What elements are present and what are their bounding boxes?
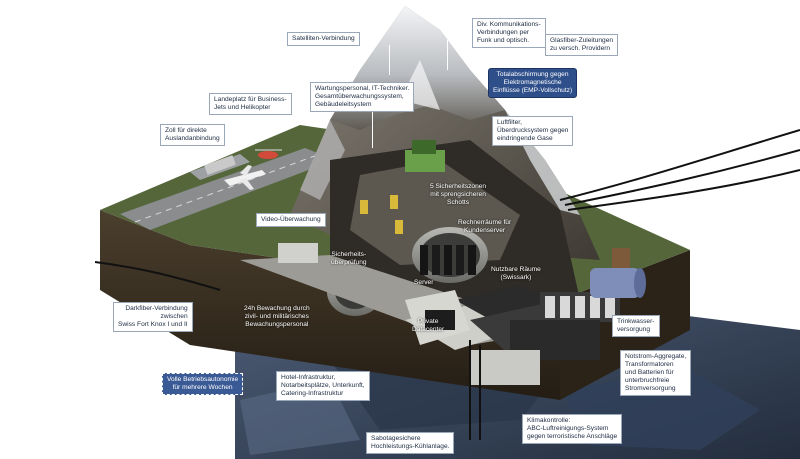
jet-icon bbox=[224, 165, 266, 190]
cutaway-interior bbox=[240, 140, 600, 355]
label-server: Server bbox=[414, 279, 434, 286]
label-security-check: Sicherheits- überprüfung bbox=[331, 251, 367, 266]
label-landing: Landeplatz für Business- Jets und Heliko… bbox=[209, 93, 292, 115]
runway bbox=[120, 148, 335, 230]
label-darkfiber: Darkfiber-Verbindung zwischen Swiss Fort… bbox=[113, 302, 193, 332]
label-usable-rooms: Nutzbare Räume (Swissark) bbox=[491, 266, 541, 281]
label-computer-rooms: Rechnerräume für Kundenserver bbox=[458, 219, 512, 234]
label-water: Trinkwasser- versorgung bbox=[612, 315, 660, 337]
label-communications: Div. Kommunikations- Verbindungen per Fu… bbox=[472, 18, 546, 48]
label-glassfiber: Glasfiber-Zuleitungen zu versch. Provide… bbox=[545, 34, 619, 56]
connector-line bbox=[389, 45, 390, 75]
fiber-cables bbox=[94, 129, 800, 440]
label-hotel: Hotel-Infrastruktur, Notarbeitsplätze, U… bbox=[276, 371, 370, 401]
connector-line bbox=[372, 108, 373, 148]
label-airfilter: Luftfilter, Überdrucksystem gegen eindri… bbox=[492, 116, 574, 146]
label-security-zones: 5 Sicherheitszonen mit sprengsicheren Sc… bbox=[430, 183, 487, 206]
label-private-dc: Private Datacenter bbox=[412, 318, 445, 333]
label-cooling: Sabotagesichere Hochleistungs-Kühlanlage… bbox=[366, 432, 455, 454]
helicopter-icon bbox=[255, 149, 282, 159]
water-tank bbox=[590, 248, 646, 298]
label-power: Notstrom-Aggregate, Transformatoren und … bbox=[620, 350, 692, 396]
label-emp-shield: Totalabschirmung gegen Elektromagnetisch… bbox=[488, 68, 578, 98]
generators bbox=[470, 292, 620, 385]
label-guard: 24h Bewachung durch zivil- und militäris… bbox=[244, 305, 310, 328]
label-customs: Zoll für direkte Auslandanbindung bbox=[160, 124, 225, 146]
label-video: Video-Überwachung bbox=[256, 213, 326, 227]
label-climate: Klimakontrolle: ABC-Luftreinigungs-Syste… bbox=[522, 414, 623, 444]
connector-line bbox=[447, 40, 448, 70]
label-satellite: Satelliten-Verbindung bbox=[287, 32, 360, 46]
label-autonomy: Volle Betriebsautonomie für mehrere Woch… bbox=[162, 373, 244, 395]
label-maintenance: Wartungspersonal, IT-Techniker. Gesamtüb… bbox=[310, 82, 415, 112]
